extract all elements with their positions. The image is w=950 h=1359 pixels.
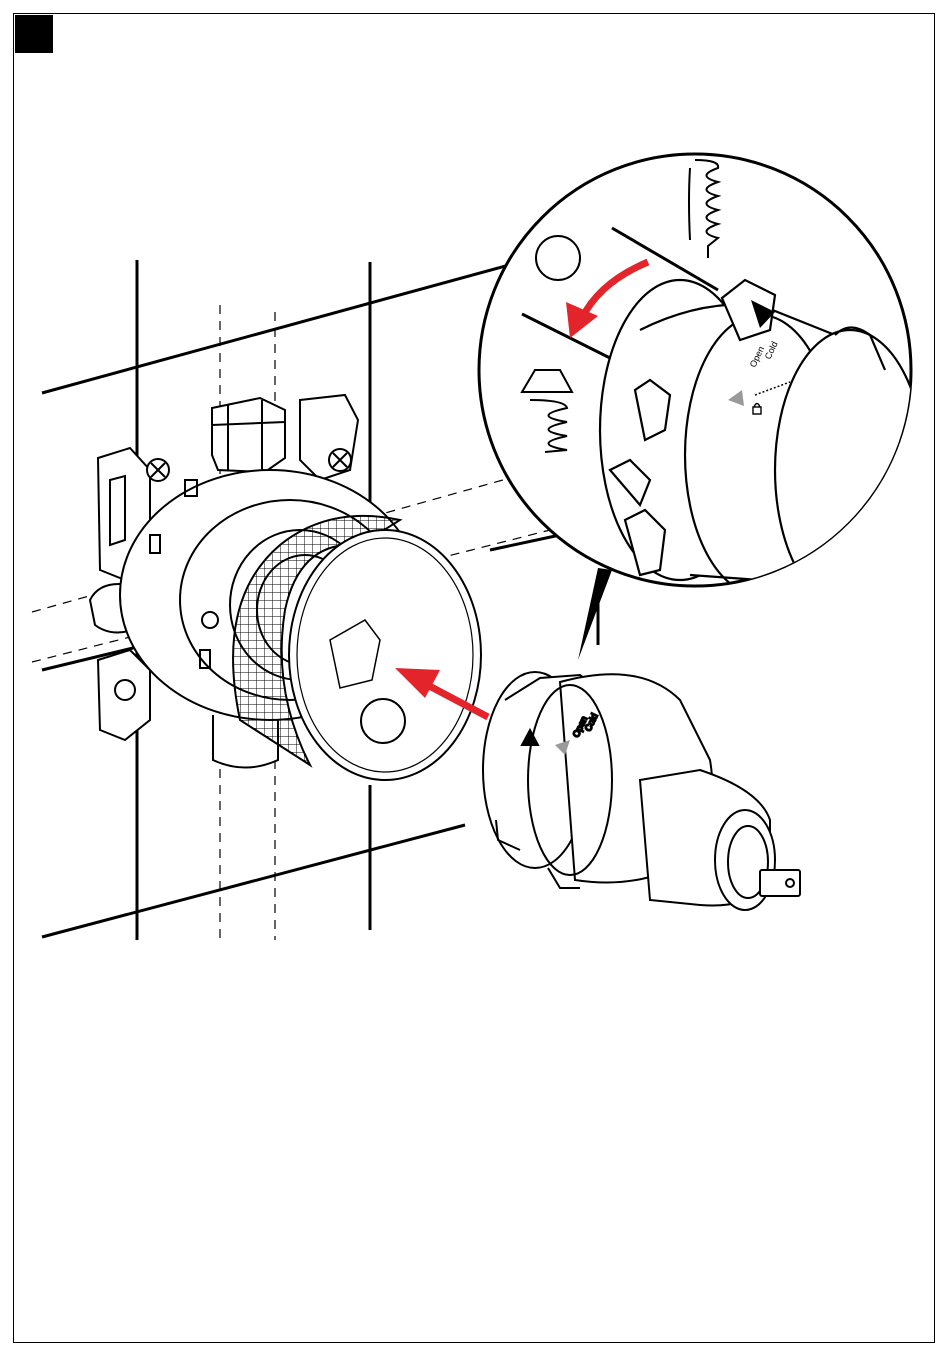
protective-sleeve: [233, 516, 481, 780]
thermostat-cartridge: Cold Open: [483, 672, 800, 910]
zoom-callout-pointer: [578, 568, 612, 660]
zoom-detail: Cold Open: [479, 154, 925, 610]
